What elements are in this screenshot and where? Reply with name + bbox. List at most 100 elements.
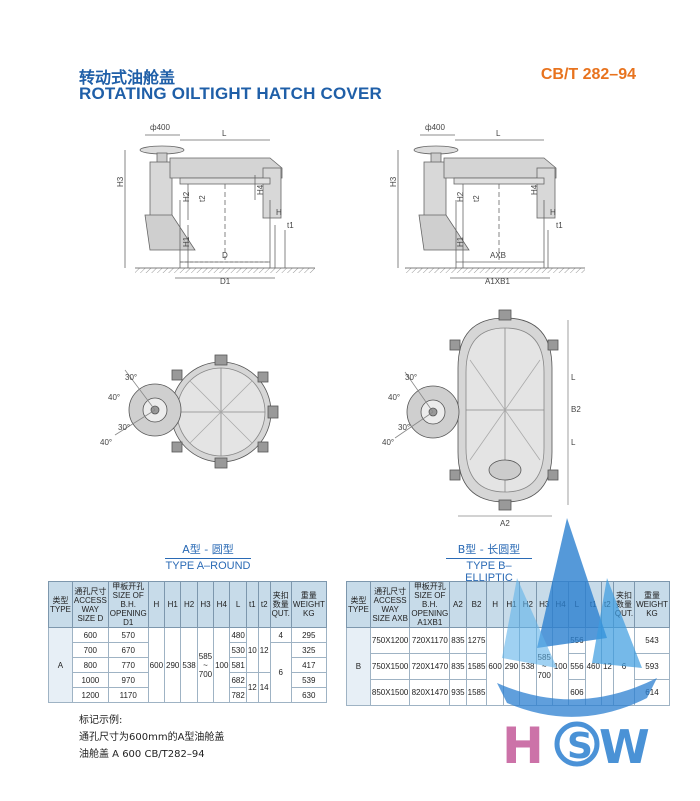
table-row: 800 770 581 417 (49, 657, 327, 673)
cell-d: 600 (71, 627, 109, 643)
top-view-b-labels: 30° 40° 30° 40° L B2 L A2 (382, 373, 581, 528)
side-view-b (397, 134, 585, 279)
cell-type: B (346, 627, 371, 706)
dim-l-b: L (496, 129, 501, 138)
top-view-a (114, 354, 279, 469)
dim-phi400-a: ф400 (150, 123, 170, 132)
dim-l1-top: L (571, 373, 576, 382)
cell-h1: 290 (164, 627, 182, 703)
logo-letter-w: W (599, 720, 650, 773)
cell-l: 480 (229, 627, 247, 643)
dim-d-a: D (222, 251, 228, 260)
cell-b2: 1275 (465, 627, 488, 654)
side-view-b-labels: ф400 L H3 H2 t2 H1 H4 H t1 AXB A1XB1 (389, 123, 563, 286)
cell-qty: 4 (269, 627, 292, 643)
caption-type-a: A型 - 圆型 TYPE A–ROUND (165, 541, 251, 572)
caption-type-a-en: TYPE A–ROUND (165, 558, 251, 572)
top-view-a-labels: 30° 40° 30° 40° (100, 373, 137, 447)
th-type: 类型 TYPE (48, 581, 73, 628)
cell-d1: 1170 (107, 687, 149, 703)
th-a2: A2 (449, 581, 467, 628)
cell-h: 600 (147, 627, 166, 703)
angle-a-1: 30° (125, 373, 137, 382)
cell-d: 1000 (71, 672, 109, 688)
cell-l: 782 (229, 687, 247, 703)
th-t1: t1 (245, 581, 259, 628)
cell-a2: 835 (449, 627, 467, 654)
cell-d: 800 (71, 657, 109, 673)
th-h1: H1 (164, 581, 182, 628)
angle-a-2: 40° (108, 393, 120, 402)
title-chinese: 转动式油舱盖 (79, 68, 176, 87)
cell-d1: 770 (107, 657, 149, 673)
cell-d1: 670 (107, 642, 149, 658)
th-weight: 重量 WEIGHT KG (290, 581, 327, 628)
caption-type-a-cn: A型 - 圆型 (182, 543, 234, 556)
dim-axb: AXB (490, 251, 506, 260)
dim-t1-a: t1 (287, 221, 294, 230)
dim-h4-a: H4 (256, 184, 265, 195)
th-qty: 夹扣数量 QUT. (269, 581, 292, 628)
notes-line-3: 油舱盖 A 600 CB/T282–94 (79, 749, 205, 760)
cell-axb: 750X1200 (369, 627, 411, 654)
logo-letter-s: S (567, 726, 593, 767)
cell-d1: 570 (107, 627, 149, 643)
cell-h2: 538 (180, 627, 198, 703)
notes-line-1: 标记示例: (79, 715, 123, 726)
dim-t2-b: t2 (472, 195, 481, 202)
cell-d: 1200 (71, 687, 109, 703)
cell-weight: 539 (290, 672, 327, 688)
dim-h-b: H (550, 208, 556, 217)
th-opening: 甲板开孔 SIZE OF B.H. OPENING A1XB1 (409, 581, 451, 628)
angle-a-3: 30° (118, 423, 130, 432)
notes-line-2: 通孔尺寸为600mm的A型油舱盖 (79, 732, 225, 743)
th-h3: H3 (196, 581, 215, 628)
dim-t2-a: t2 (198, 195, 207, 202)
th-b2: B2 (465, 581, 488, 628)
dim-h2-b: H2 (456, 191, 465, 202)
cell-b2: 1585 (465, 653, 488, 680)
cell-weight: 417 (290, 657, 327, 673)
table-a-header: 类型 TYPE 通孔尺寸 ACCESS WAY SIZE D 甲板开孔 SIZE… (48, 581, 327, 628)
dim-h1-b: H1 (456, 236, 465, 247)
dim-h-a: H (276, 208, 282, 217)
marking-example: 标记示例: 通孔尺寸为600mm的A型油舱盖 油舱盖 A 600 CB/T282… (79, 712, 224, 763)
caption-type-b-cn: B型 - 长圆型 (457, 543, 521, 556)
th-type: 类型 TYPE (346, 581, 371, 628)
th-h4: H4 (213, 581, 231, 628)
cell-a1xb1: 720X1170 (409, 627, 451, 654)
logo-letter-h: H (502, 717, 544, 773)
title-english: ROTATING OILTIGHT HATCH COVER (79, 84, 382, 103)
dim-l-a: L (222, 129, 227, 138)
cell-t2-b: 14 (257, 672, 271, 703)
dim-b2: B2 (571, 405, 581, 414)
angle-b-3: 30° (398, 423, 410, 432)
cell-h3: 585 ~ 700 (196, 627, 215, 703)
table-row: A 600 570 600 290 538 585 ~ 700 100 480 … (48, 627, 327, 703)
cell-weight: 295 (290, 627, 327, 643)
dim-h2-a: H2 (182, 191, 191, 202)
angle-b-1: 30° (405, 373, 417, 382)
th-h2: H2 (180, 581, 198, 628)
side-view-a-labels: ф400 L H3 H2 t2 H1 H4 H t1 D D1 (116, 123, 294, 286)
cell-type: A (48, 627, 73, 703)
table-row: 1200 1170 782 630 (49, 687, 327, 703)
cell-d1: 970 (107, 672, 149, 688)
th-t2: t2 (257, 581, 271, 628)
cell-weight: 630 (290, 687, 327, 703)
cell-axb: 750X1500 (369, 653, 411, 680)
cell-d: 700 (71, 642, 109, 658)
standard-number: CB/T 282–94 (540, 66, 636, 83)
dim-a1xb1: A1XB1 (485, 277, 510, 286)
th-access: 通孔尺寸 ACCESS WAY SIZE D (71, 581, 109, 628)
table-row: 1000 970 682 12 14 539 (49, 672, 327, 703)
angle-b-4: 40° (382, 438, 394, 447)
top-view-b (394, 309, 569, 517)
dim-h3-a: H3 (116, 176, 125, 187)
spec-table-a: 类型 TYPE 通孔尺寸 ACCESS WAY SIZE D 甲板开孔 SIZE… (48, 581, 327, 703)
cell-h4: 100 (213, 627, 231, 703)
angle-b-2: 40° (388, 393, 400, 402)
cell-t1-a: 10 (245, 627, 259, 673)
dim-t1-b: t1 (556, 221, 563, 230)
